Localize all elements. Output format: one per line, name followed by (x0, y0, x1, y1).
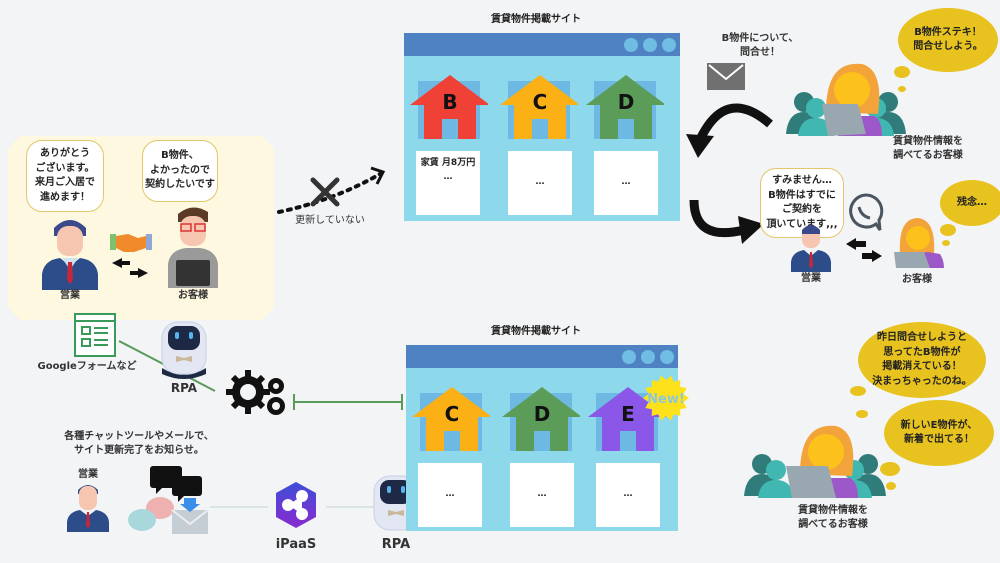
browsing-customer-icon (744, 425, 886, 498)
window-dot[interactable] (662, 38, 676, 52)
new-badge-text: New! (647, 392, 685, 407)
not-updated-label: 更新していない (295, 215, 365, 226)
customer-thought-bubble-1: 昨日問合せしようと 思ってたB物件が 掲載消えている！ 決まっちゃったのね。 (858, 322, 986, 398)
disappointed-customer-icon (894, 218, 944, 268)
mail-icon (707, 63, 745, 90)
window-titlebar (404, 33, 680, 56)
sales-label: 営業 (801, 273, 821, 284)
sales-apology-speech: すみません… B物件はすでに ご契約を 頂いています,,, (760, 168, 844, 238)
new-badge-icon: New! (643, 375, 689, 421)
disappointed-thought-bubble: 残念… (940, 180, 1000, 226)
connector-line-to-site (293, 394, 403, 410)
exchange-arrows-icon (108, 256, 154, 284)
bottom-site-window: C D E … … … (406, 345, 678, 531)
rpa-robot-icon (161, 321, 207, 379)
window-dot[interactable] (643, 38, 657, 52)
window-dot[interactable] (622, 350, 636, 364)
curved-arrow-right-icon (689, 199, 764, 244)
listing-card[interactable]: … (418, 463, 482, 527)
rpa-label: RPA (381, 537, 411, 552)
bottom-site-title: 賃貸物件掲載サイト (491, 326, 581, 337)
dotted-arrow-blocked (277, 166, 386, 214)
phone-chat-icon (849, 193, 884, 231)
listing-card[interactable]: … (510, 463, 574, 527)
house-letter: B (442, 90, 457, 114)
house-d-icon[interactable]: D (502, 387, 580, 451)
house-letter: E (621, 402, 635, 426)
customer-thought-bubble-2: 新しいE物件が、 新着で出てる！ (884, 400, 994, 466)
cross-icon (310, 177, 340, 207)
sales-label: 営業 (60, 290, 80, 301)
sales-person-icon (42, 220, 98, 290)
exchange-arrows-icon (846, 238, 882, 262)
curved-arrow-down-icon (686, 103, 773, 158)
window-dot[interactable] (641, 350, 655, 364)
window-dot[interactable] (624, 38, 638, 52)
customer-thought-bubble: B物件ステキ！ 問合せしよう。 (898, 8, 998, 72)
notify-description: 各種チャットツールやメールで、 サイト更新完了をお知らせ。 (64, 431, 214, 456)
window-dot[interactable] (660, 350, 674, 364)
sales-person-icon (791, 225, 831, 272)
browsing-customer-label: 賃貸物件情報を 調べてるお客様 (798, 505, 868, 530)
top-site-window: B C D 家賃 月8万円 … … … (404, 33, 680, 221)
chat-and-mail-icon (128, 466, 209, 534)
house-letter: C (533, 90, 548, 114)
house-b-icon[interactable]: B (410, 75, 488, 139)
house-letter: D (618, 90, 635, 114)
ipaas-label: iPaaS (275, 537, 317, 552)
house-letter: D (534, 402, 551, 426)
customer-with-laptop-icon (168, 207, 218, 288)
browsing-customer-label: 賃貸物件情報を 調べてるお客様 (893, 136, 963, 161)
handshake-icon (110, 234, 152, 278)
connector-lines (210, 506, 374, 508)
house-e-icon[interactable]: E (588, 387, 666, 451)
listing-card[interactable]: … (594, 151, 658, 215)
customer-speech-bubble: B物件、 よかったので 契約したいです (142, 140, 218, 202)
house-c-icon[interactable]: C (412, 387, 490, 451)
inquiry-mail-label: B物件について、 問合せ！ (721, 33, 799, 58)
ipaas-logo-icon (276, 482, 316, 528)
customer-label: お客様 (902, 274, 932, 285)
house-letter: C (445, 402, 460, 426)
window-titlebar (406, 345, 678, 368)
google-form-label: Googleフォームなど (37, 361, 137, 372)
listing-card[interactable]: … (596, 463, 660, 527)
house-d-icon[interactable]: D (586, 75, 664, 139)
google-form-icon (74, 313, 116, 357)
sales-person-icon (67, 485, 109, 532)
sales-speech-bubble: ありがとう ございます。 来月ご入居で 進めます！ (26, 140, 104, 212)
listing-card[interactable]: 家賃 月8万円 … (416, 151, 480, 215)
browsing-customer-icon (786, 63, 906, 136)
gears-icon (226, 370, 285, 415)
sales-label: 営業 (78, 469, 98, 480)
customer-label: お客様 (178, 290, 208, 301)
house-c-icon[interactable]: C (500, 75, 578, 139)
rpa-label: RPA (170, 381, 198, 395)
listing-card[interactable]: … (508, 151, 572, 215)
top-site-title: 賃貸物件掲載サイト (491, 14, 581, 25)
